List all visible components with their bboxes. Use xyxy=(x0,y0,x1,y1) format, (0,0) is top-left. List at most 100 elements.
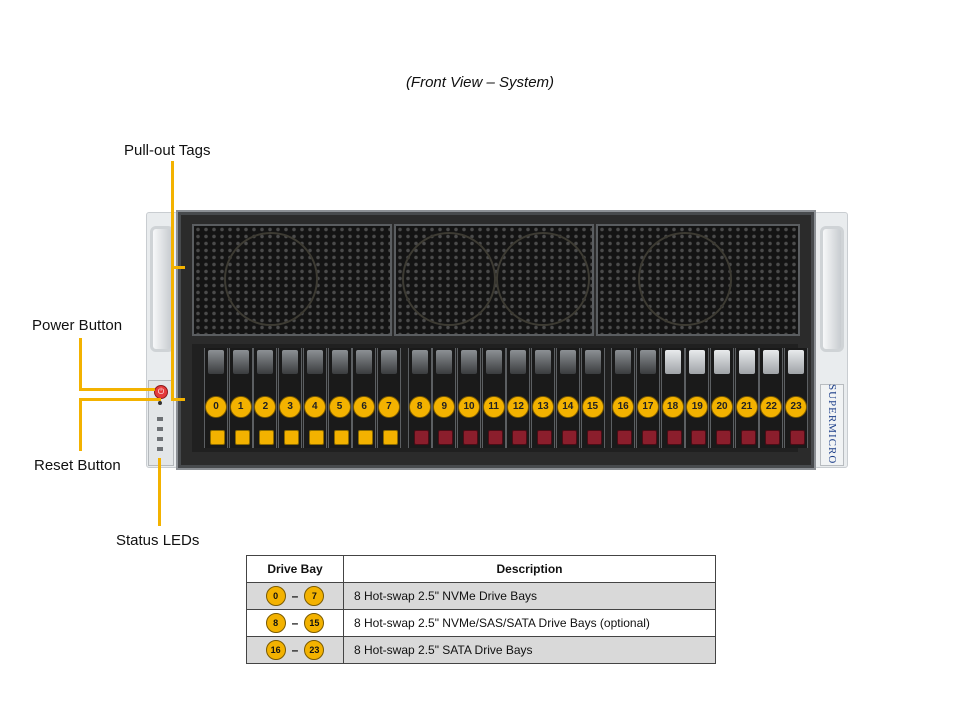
drive-handle xyxy=(485,350,502,374)
status-leds-leader xyxy=(158,458,161,526)
drive-latch[interactable] xyxy=(284,430,300,445)
drive-handle xyxy=(208,350,224,374)
drive-number-badge: 18 xyxy=(661,396,684,418)
page-title: (Front View – System) xyxy=(405,74,555,91)
drive-number-badge: 0 xyxy=(205,396,227,418)
drive-handle xyxy=(257,350,274,374)
brand-logo: SUPERMICRO xyxy=(826,384,838,465)
pull-out-tags-tick xyxy=(171,398,185,401)
drive-number-badge: 10 xyxy=(458,396,480,418)
power-button-leader xyxy=(79,338,82,391)
drive-latch[interactable] xyxy=(617,430,633,445)
drive-handle xyxy=(380,350,397,374)
status-led-icon xyxy=(157,437,163,441)
drive-handle xyxy=(738,350,755,374)
drive-bay-range: 0–7 xyxy=(246,582,344,610)
drive-handle xyxy=(282,350,299,374)
drive-number-badge: 17 xyxy=(636,396,659,418)
drive-handle xyxy=(331,350,348,374)
fan-icon xyxy=(638,232,732,326)
drive-number-badge: 3 xyxy=(279,396,302,418)
drive-bay-description: 8 Hot-swap 2.5" SATA Drive Bays xyxy=(343,636,716,664)
drive-handle xyxy=(689,350,706,374)
drive-number-badge: 9 xyxy=(433,396,456,418)
drive-latch[interactable] xyxy=(382,430,398,445)
drive-latch[interactable] xyxy=(765,430,781,445)
status-led-icon xyxy=(157,447,163,451)
drive-number-badge: 23 xyxy=(785,396,808,418)
drive-number-badge: 5 xyxy=(328,396,351,418)
drive-handle xyxy=(306,350,323,374)
drive-number-badge: 12 xyxy=(507,396,530,418)
drive-bay-table: Drive Bay Description 0–7 8 Hot-swap 2.5… xyxy=(246,555,716,664)
drive-latch[interactable] xyxy=(740,430,756,445)
drive-latch[interactable] xyxy=(716,430,731,445)
drive-latch[interactable] xyxy=(234,430,250,445)
fan-bay-1 xyxy=(192,224,392,336)
power-button-leader xyxy=(79,388,155,391)
status-led-icon xyxy=(157,427,163,431)
reset-icon[interactable] xyxy=(158,401,162,405)
drive-handle xyxy=(356,350,373,374)
table-header-row: Drive Bay Description xyxy=(246,555,716,583)
right-handle[interactable] xyxy=(820,226,844,352)
drive-bay-20[interactable] xyxy=(710,348,734,448)
drive-latch[interactable] xyxy=(413,430,429,445)
drive-latch[interactable] xyxy=(463,430,478,445)
bay-from-badge: 8 xyxy=(265,613,286,633)
drive-number-badge: 15 xyxy=(581,396,604,418)
drive-bay-range: 16–23 xyxy=(246,636,344,664)
table-row: 16–23 8 Hot-swap 2.5" SATA Drive Bays xyxy=(246,636,716,664)
drive-latch[interactable] xyxy=(438,430,454,445)
drive-latch[interactable] xyxy=(561,430,577,445)
drive-handle xyxy=(232,350,249,374)
status-led-icon xyxy=(157,417,163,421)
column-header-drive-bay: Drive Bay xyxy=(246,555,344,583)
drive-latch[interactable] xyxy=(641,430,657,445)
drive-number-badge: 11 xyxy=(482,396,505,418)
drive-number-badge: 6 xyxy=(353,396,376,418)
column-header-description: Description xyxy=(343,555,716,583)
drive-number-badge: 19 xyxy=(686,396,709,418)
drive-latch[interactable] xyxy=(537,430,553,445)
table-row: 0–7 8 Hot-swap 2.5" NVMe Drive Bays xyxy=(246,582,716,610)
drive-handle xyxy=(436,350,453,374)
drive-number-badge: 2 xyxy=(254,396,277,418)
drive-handle xyxy=(639,350,656,374)
drive-handle xyxy=(411,350,428,374)
drive-bay-range: 8–15 xyxy=(246,609,344,637)
drive-handle xyxy=(664,350,681,374)
drive-latch[interactable] xyxy=(333,430,349,445)
drive-latch[interactable] xyxy=(210,430,225,445)
drive-latch[interactable] xyxy=(259,430,275,445)
drive-latch[interactable] xyxy=(666,430,682,445)
drive-latch[interactable] xyxy=(358,430,374,445)
bay-to-badge: 15 xyxy=(304,613,325,633)
drive-bay-10[interactable] xyxy=(457,348,481,448)
drive-number-badge: 20 xyxy=(711,396,733,418)
drive-bay-description: 8 Hot-swap 2.5" NVMe/SAS/SATA Drive Bays… xyxy=(343,609,716,637)
drive-bay-13[interactable] xyxy=(531,348,556,448)
drive-latch[interactable] xyxy=(512,430,528,445)
power-icon[interactable]: ⏻ xyxy=(154,385,168,399)
fan-icon xyxy=(496,232,590,326)
drive-bay-description: 8 Hot-swap 2.5" NVMe Drive Bays xyxy=(343,582,716,610)
drive-latch[interactable] xyxy=(586,430,602,445)
drive-number-badge: 16 xyxy=(612,396,635,418)
drive-latch[interactable] xyxy=(790,430,806,445)
drive-number-badge: 21 xyxy=(735,396,758,418)
range-dash: – xyxy=(291,589,299,603)
pull-out-tags-tick xyxy=(171,266,185,269)
reset-button-leader xyxy=(79,398,82,451)
drive-latch[interactable] xyxy=(308,430,324,445)
drive-latch[interactable] xyxy=(691,430,707,445)
callout-status-leds: Status LEDs xyxy=(116,532,200,549)
drive-handle xyxy=(510,350,527,374)
drive-number-badge: 22 xyxy=(760,396,783,418)
drive-handle xyxy=(763,350,780,374)
drive-handle xyxy=(461,350,477,374)
control-panel: ⏻ xyxy=(148,380,174,466)
drive-latch[interactable] xyxy=(487,430,503,445)
drive-number-badge: 14 xyxy=(556,396,579,418)
drive-handle xyxy=(559,350,576,374)
